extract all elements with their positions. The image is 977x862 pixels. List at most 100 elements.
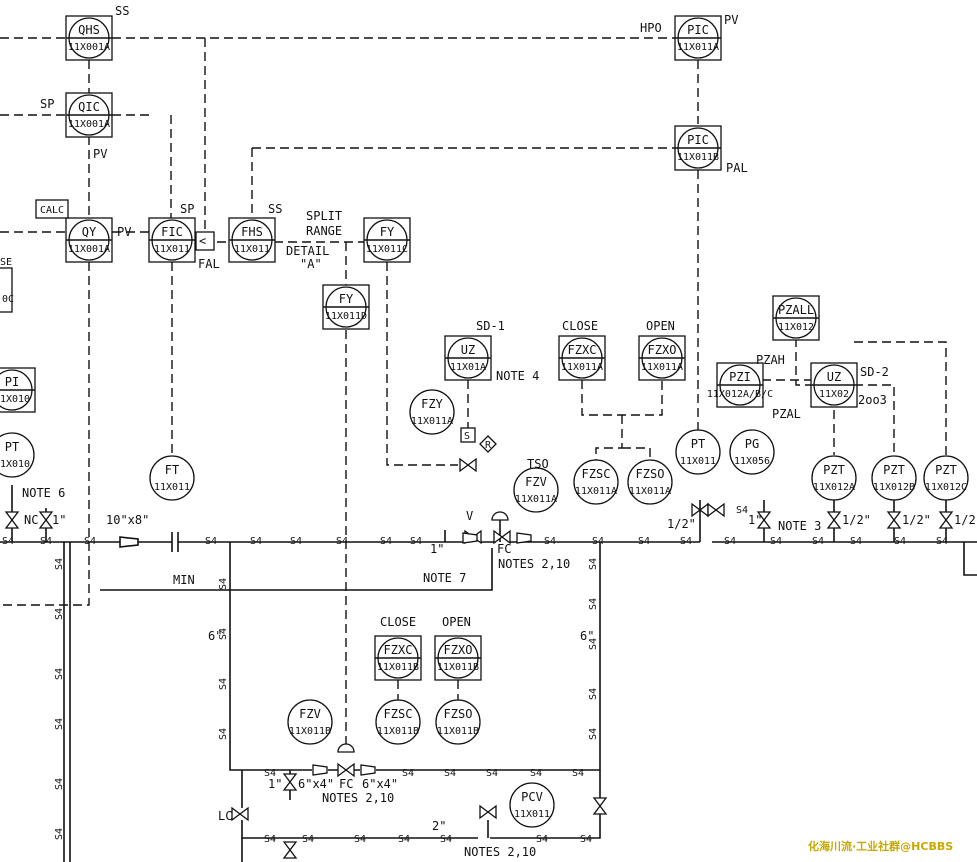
instrument-tag: PZT <box>823 463 845 477</box>
instrument-number: 11X011A <box>561 362 603 373</box>
instrument-number: 11X001A <box>68 119 110 130</box>
instrument-fic: FIC 11X011 <box>148 217 196 263</box>
instrument-tag: QHS <box>78 23 100 37</box>
instrument-number: 11X011A <box>641 362 683 373</box>
instrument-number: 11X012 <box>778 322 814 333</box>
instrument-bubble <box>149 455 195 501</box>
instrument-bubble <box>435 699 481 745</box>
watermark: 化海川流·工业社群@HCBBS <box>808 839 953 853</box>
instrument-tag: PCV <box>521 790 543 804</box>
pipe-spec-label: S4 <box>218 628 229 640</box>
instrument-tag: PZT <box>883 463 905 477</box>
label-ss-top: SS <box>115 4 129 18</box>
instrument-tag: PI <box>5 375 19 389</box>
instrument-tag: PT <box>691 437 705 451</box>
valve-sd1 <box>459 457 477 473</box>
instrument-number: 11X01A <box>450 362 486 373</box>
instrument-tag: FZSC <box>384 707 413 721</box>
pipe-spec-label: S4 <box>724 536 736 547</box>
pipe-spec-label: S4 <box>205 536 217 547</box>
instrument-number: 11X012A/B/C <box>707 389 773 400</box>
instrument-bubble <box>729 429 775 475</box>
pipe-spec-label: S4 <box>440 834 452 845</box>
cropped-frame <box>0 267 13 313</box>
label-half-a: 1/2" <box>842 513 871 527</box>
label-pal: PAL <box>726 161 748 175</box>
instrument-number: 11X011 <box>154 244 190 255</box>
actuator-fzv-b <box>337 743 355 753</box>
instrument-tag: FZSO <box>636 467 665 481</box>
instrument-bubble <box>675 429 721 475</box>
actuator-fzv-a <box>491 511 509 521</box>
label-reducer: 10"x8" <box>106 513 149 527</box>
valve-pzt-a <box>826 511 842 529</box>
pipe-spec-label: S4 <box>770 536 782 547</box>
valve-bottom <box>282 841 298 859</box>
label-sp-left: SP <box>40 97 54 111</box>
pipe-spec-label: S4 <box>592 536 604 547</box>
instrument-tag: PZI <box>729 370 751 384</box>
pipe-spec-label: S4 <box>486 768 498 779</box>
instrument-bubble <box>871 455 917 501</box>
valve-pzt-b <box>886 511 902 529</box>
instrument-tag: FHS <box>241 225 263 239</box>
pipe-spec-label: S4 <box>572 768 584 779</box>
instrument-bubble <box>923 455 969 501</box>
instrument-tag: FZSC <box>582 467 611 481</box>
pipe-spec-label: S4 <box>588 688 599 700</box>
label-pzal: PZAL <box>772 407 801 421</box>
instrument-number: 11X012A <box>813 482 855 493</box>
pipe-spec-label: S4 <box>54 668 65 680</box>
label-range: RANGE <box>306 224 342 238</box>
pipe-spec-label: S4 <box>290 536 302 547</box>
pipe-spec-label: S4 <box>336 536 348 547</box>
instrument-tag: FZXC <box>568 343 597 357</box>
instrument-tag: FZXC <box>384 643 413 657</box>
label-fal: FAL <box>198 257 220 271</box>
instrument-layer: QHS11X001AQIC11X001AQY11X001AFIC11X011FH… <box>0 15 969 859</box>
instrument-tag: FIC <box>161 225 183 239</box>
instrument-number: 11X012C <box>925 482 967 493</box>
instrument-number: 11X010 <box>0 459 30 470</box>
label-notes-a: NOTES 2,10 <box>498 557 570 571</box>
instrument-number: 11X001A <box>68 42 110 53</box>
instrument-pzi: PZI 11X012A/B/C <box>707 362 773 408</box>
reset-diamond: R <box>479 435 497 453</box>
instrument-number: 11X011B <box>437 662 479 673</box>
instrument-tag: FZXO <box>444 643 473 657</box>
solenoid-frame <box>460 427 476 443</box>
pipe-spec-label: S4 <box>680 536 692 547</box>
label-pzah: PZAH <box>756 353 785 367</box>
label-sd1: SD-1 <box>476 319 505 333</box>
calc-frame <box>35 199 69 219</box>
pipe-spec-label: S4 <box>588 728 599 740</box>
reset-text: R <box>485 440 492 451</box>
pipe-spec-label: S4 <box>398 834 410 845</box>
low-select-block: < <box>195 231 215 251</box>
valve-pcv <box>479 804 497 820</box>
calc-label-box: CALC <box>35 199 69 219</box>
pipes-and-signal-lines <box>0 37 977 862</box>
label-2oo3: 2oo3 <box>858 393 887 407</box>
instrument-tag: UZ <box>827 370 841 384</box>
pipe-spec-label: S4 <box>218 678 229 690</box>
label-notes-c: NOTES 2,10 <box>464 845 536 859</box>
instrument-number: 11X011A <box>515 494 557 505</box>
valve-nc <box>38 511 54 529</box>
pipe-spec-label: S4 <box>54 828 65 840</box>
instrument-number: 11X011A <box>411 416 453 427</box>
instrument-bubble <box>811 455 857 501</box>
instrument-number: 11X012B <box>873 482 915 493</box>
